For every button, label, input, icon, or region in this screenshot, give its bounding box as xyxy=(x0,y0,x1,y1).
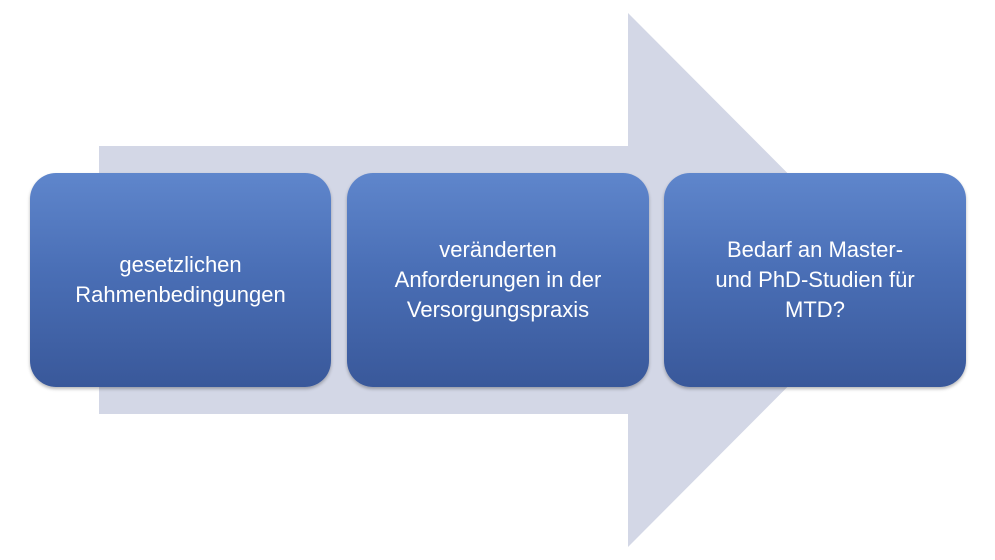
flow-box-label: Bedarf an Master- und PhD-Studien für MT… xyxy=(715,237,915,322)
flow-box-master-phd-demand: Bedarf an Master- und PhD-Studien für MT… xyxy=(664,173,966,387)
flow-box-label: veränderten Anforderungen in der Versorg… xyxy=(394,237,602,322)
flow-box-label: gesetzlichen Rahmenbedingungen xyxy=(75,252,286,307)
flow-box-changed-requirements: veränderten Anforderungen in der Versorg… xyxy=(347,173,649,387)
flow-box-legal-framework: gesetzlichen Rahmenbedingungen xyxy=(30,173,331,387)
